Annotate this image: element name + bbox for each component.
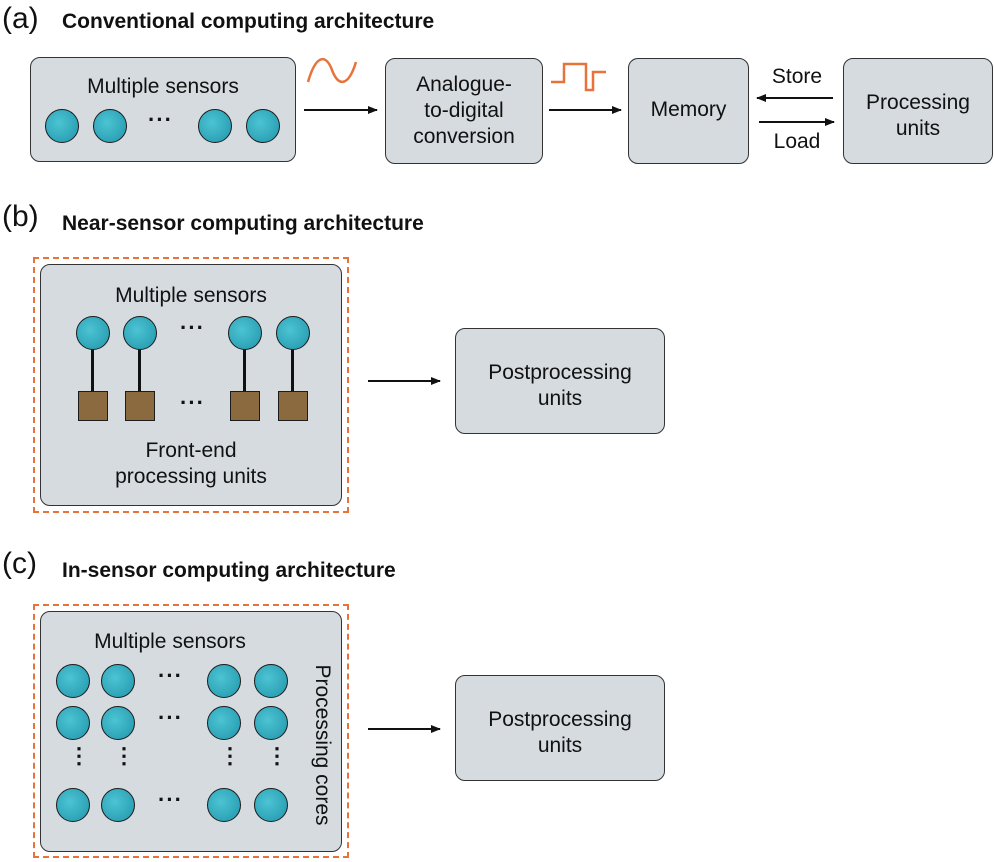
sensor [56,664,90,698]
analog-signal-icon [306,58,358,83]
sensor [254,706,288,740]
post-c-line1: Postprocessing [488,708,632,731]
ellipsis: ··· [180,315,205,340]
connector-line [243,345,246,393]
processing-label-line2: units [895,117,941,140]
processing-label-line1: Processing [866,91,970,114]
front-end-unit [78,391,108,421]
connector-line [138,345,141,393]
frontend-label-line1: Front-end [145,439,237,462]
sensor [45,109,79,143]
adc-label: Analogue- to-digital conversion [385,72,543,150]
in-sensor-dashed-frame [33,604,349,858]
sensor [207,664,241,698]
connector-line [91,345,94,393]
sensor [93,109,127,143]
in-sensor-box [40,611,342,852]
ellipsis: ··· [158,787,183,812]
near-sensor-dashed-frame [33,257,349,513]
panel-c-letter: (c) [2,547,37,580]
load-label: Load [773,130,821,153]
frontend-label: Front-end processing units [40,438,342,490]
ellipsis: ··· [158,663,183,688]
front-end-unit [230,391,260,421]
processing-units-box [843,58,993,164]
panel-c-title: In-sensor computing architecture [62,559,396,582]
post-b-line2: units [537,387,583,410]
sensor [207,788,241,822]
sensor [123,316,157,350]
memory-box [628,58,749,164]
sensor [56,788,90,822]
adc-label-line3: conversion [413,125,515,148]
sensors-label-b: Multiple sensors [115,284,267,307]
ellipsis: ··· [158,705,183,730]
sensors-label-a: Multiple sensors [87,75,239,98]
sensor [101,706,135,740]
adc-box [385,58,543,164]
sensor [76,316,110,350]
sensor [228,316,262,350]
sensor [101,664,135,698]
sensors-box-a [30,57,296,162]
postprocessing-label-b: Postprocessing units [455,360,665,412]
store-label: Store [771,65,823,88]
panel-b-title: Near-sensor computing architecture [62,212,424,235]
front-end-unit [125,391,155,421]
ellipsis: ··· [180,390,205,415]
sensor [101,788,135,822]
panel-a-title: Conventional computing architecture [62,10,435,33]
processing-units-label: Processing units [843,90,993,142]
digital-signal-icon [551,62,606,92]
sensor [254,664,288,698]
postprocessing-label-c: Postprocessing units [455,707,665,759]
sensor [246,109,280,143]
connector-line [291,345,294,393]
sensor [207,706,241,740]
frontend-label-line2: processing units [115,465,267,488]
panel-b-letter: (b) [2,200,39,233]
sensor [56,706,90,740]
sensor [276,316,310,350]
panel-a-letter: (a) [2,2,39,35]
front-end-unit [278,391,308,421]
postprocessing-box-c [455,675,665,781]
sensor [254,788,288,822]
ellipsis: ··· [148,107,173,132]
adc-label-line2: to-digital [424,99,504,122]
memory-label: Memory [650,98,727,121]
sensors-label-c: Multiple sensors [94,630,246,653]
postprocessing-box-b [455,328,665,434]
post-c-line2: units [537,734,583,757]
post-b-line1: Postprocessing [488,361,632,384]
adc-label-line1: Analogue- [416,73,512,96]
sensor [198,109,232,143]
